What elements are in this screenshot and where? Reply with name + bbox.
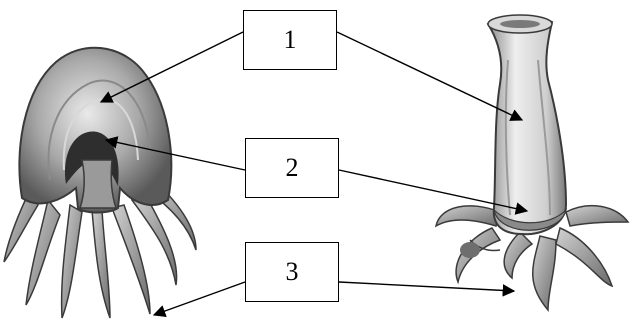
label-box-2: 2 bbox=[245, 138, 339, 198]
arrow-3-medusa bbox=[152, 281, 246, 318]
arrow-3-polyp bbox=[338, 281, 516, 297]
leader-arrows bbox=[99, 31, 529, 318]
arrow-1-polyp bbox=[336, 31, 524, 121]
polyp-figure bbox=[434, 14, 630, 313]
label-3-text: 3 bbox=[285, 257, 299, 286]
polyp-body bbox=[486, 15, 568, 236]
polyp-tentacles bbox=[434, 204, 630, 313]
label-1-text: 1 bbox=[283, 25, 297, 54]
arrow-1-medusa bbox=[99, 31, 244, 103]
medusa-figure bbox=[3, 46, 197, 319]
arrow-2-polyp bbox=[338, 169, 529, 215]
medusa-bell bbox=[18, 46, 173, 214]
arrow-2-medusa bbox=[104, 136, 246, 171]
label-2-text: 2 bbox=[285, 153, 299, 182]
label-box-1: 1 bbox=[243, 10, 337, 70]
label-box-3: 3 bbox=[245, 242, 339, 302]
